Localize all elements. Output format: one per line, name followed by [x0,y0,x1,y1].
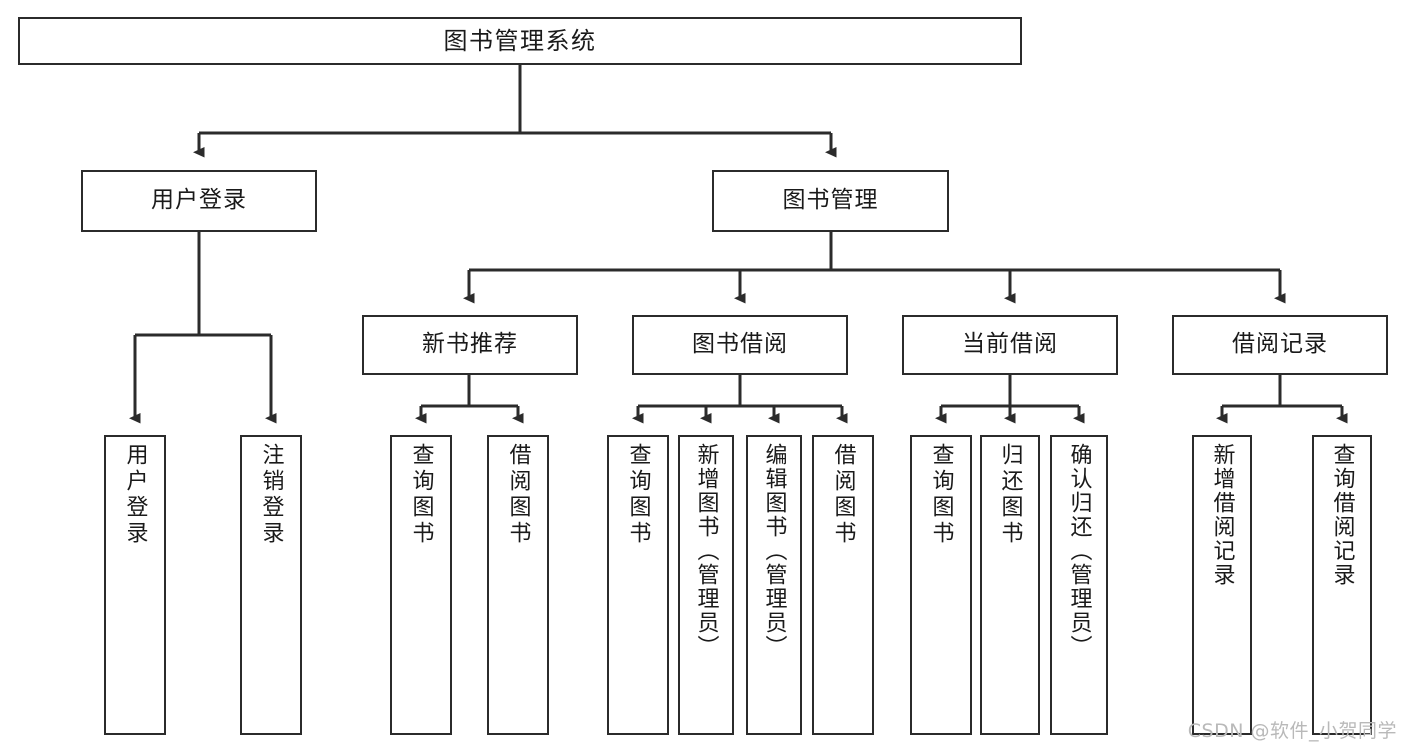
leaf-current-return-book-label: 归还图书 [997,443,1023,547]
node-book-management-label: 图书管理 [782,187,879,214]
leaf-borrow-query-book-label: 查询图书 [625,443,651,547]
leaf-borrow-edit-book-label: 编辑图书（管理员） [761,443,787,659]
leaf-borrow-query-book[interactable]: 查询图书 [607,435,669,735]
leaf-newbook-borrow-book-label: 借阅图书 [505,443,531,547]
node-current-borrow[interactable]: 当前借阅 [902,315,1118,375]
node-new-book-recommend[interactable]: 新书推荐 [362,315,578,375]
leaf-user-login-label: 用户登录 [122,443,148,547]
leaf-current-return-book[interactable]: 归还图书 [980,435,1040,735]
leaf-user-login[interactable]: 用户登录 [104,435,166,735]
leaf-newbook-query-book[interactable]: 查询图书 [390,435,452,735]
leaf-current-query-book-label: 查询图书 [928,443,954,547]
leaf-borrow-add-book-label: 新增图书（管理员） [693,443,719,659]
leaf-logout-label: 注销登录 [258,443,284,547]
node-borrow-record-label: 借阅记录 [1232,331,1328,358]
node-root[interactable]: 图书管理系统 [18,17,1022,65]
node-borrow-record[interactable]: 借阅记录 [1172,315,1388,375]
leaf-borrow-add-book[interactable]: 新增图书（管理员） [678,435,734,735]
node-book-borrow-label: 图书借阅 [692,331,788,358]
node-new-book-recommend-label: 新书推荐 [422,331,518,358]
leaf-borrow-edit-book[interactable]: 编辑图书（管理员） [746,435,802,735]
node-current-borrow-label: 当前借阅 [962,331,1058,358]
node-root-label: 图书管理系统 [443,26,597,55]
leaf-borrow-borrow-book[interactable]: 借阅图书 [812,435,874,735]
leaf-record-query-label: 查询借阅记录 [1329,443,1355,587]
leaf-current-query-book[interactable]: 查询图书 [910,435,972,735]
leaf-newbook-borrow-book[interactable]: 借阅图书 [487,435,549,735]
node-user-login[interactable]: 用户登录 [81,170,317,232]
node-book-management[interactable]: 图书管理 [712,170,949,232]
leaf-logout[interactable]: 注销登录 [240,435,302,735]
node-book-borrow[interactable]: 图书借阅 [632,315,848,375]
node-user-login-label: 用户登录 [151,187,247,214]
watermark-text: CSDN @软件_小贺同学 [1187,720,1397,742]
leaf-newbook-query-book-label: 查询图书 [408,443,434,547]
leaf-record-add-label: 新增借阅记录 [1209,443,1235,587]
leaf-record-add[interactable]: 新增借阅记录 [1192,435,1252,735]
leaf-current-confirm-return[interactable]: 确认归还（管理员） [1050,435,1108,735]
leaf-borrow-borrow-book-label: 借阅图书 [830,443,856,547]
leaf-current-confirm-return-label: 确认归还（管理员） [1066,443,1092,659]
leaf-record-query[interactable]: 查询借阅记录 [1312,435,1372,735]
